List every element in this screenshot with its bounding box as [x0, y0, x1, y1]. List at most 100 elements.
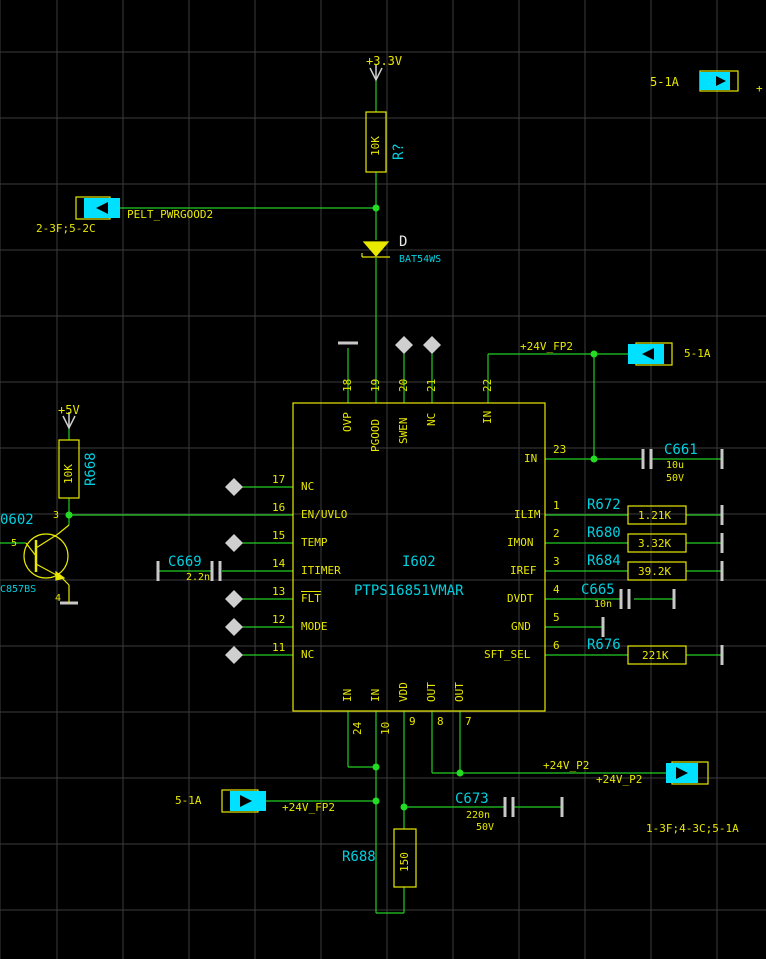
port-fp2-top[interactable] [628, 342, 673, 366]
port-fp2-bottom[interactable] [221, 789, 266, 813]
capacitor-c669[interactable] [210, 561, 222, 581]
power-symbols [62, 67, 383, 430]
pin-num-21: 21 [425, 378, 438, 392]
fp2-bottom-ref: 5-1A [175, 794, 202, 807]
capacitor-c665[interactable] [619, 589, 631, 609]
c673-ref: C673 [455, 791, 489, 807]
pin-num-3: 3 [553, 555, 560, 568]
port-p2-out[interactable] [666, 761, 709, 785]
port-top-right[interactable] [699, 70, 739, 92]
ground-bars [60, 341, 724, 817]
pin-num-8: 8 [437, 715, 444, 728]
resistor-r684[interactable] [627, 561, 687, 581]
pin-name-en-uvlo: EN/UVLO [301, 508, 348, 521]
c669-value: 2.2n [186, 572, 211, 583]
fp2-top-net: +24V_FP2 [520, 340, 573, 353]
transistor-q602[interactable] [23, 524, 70, 603]
q602-part: C857BS [0, 584, 37, 595]
pin-name-dvdt: DVDT [507, 592, 534, 605]
pin-name-pgood: PGOOD [369, 418, 382, 452]
r676-ref: R676 [587, 637, 621, 653]
pin-name-temp: TEMP [301, 536, 328, 549]
capacitor-plates [210, 449, 653, 817]
r668-ref: R668 [83, 452, 99, 486]
fp2-bottom-net: +24V_FP2 [282, 801, 335, 814]
pin-num-13: 13 [272, 585, 286, 598]
diode-part: BAT54WS [399, 254, 442, 265]
c661-ref: C661 [664, 442, 698, 458]
pin-num-2: 2 [553, 527, 560, 540]
nc-marker-pin13 [225, 590, 243, 608]
q602-ref: 0602 [0, 512, 34, 528]
resistor-r680[interactable] [627, 533, 687, 553]
resistor-bodies [58, 111, 687, 888]
pin-num-5: 5 [553, 611, 560, 624]
pin-name-out-8: OUT [425, 682, 438, 702]
pin-num-11: 11 [272, 641, 286, 654]
pin-num-7: 7 [465, 715, 472, 728]
pin-num-22: 22 [481, 378, 494, 392]
junctions [65, 204, 598, 811]
nc-marker-pin15 [225, 534, 243, 552]
power-33v-label: +3.3V [366, 54, 403, 68]
pin-num-18: 18 [341, 378, 354, 392]
q602-pin-4: 4 [55, 593, 62, 604]
resistor-r-top[interactable] [365, 111, 387, 173]
nc-marker-pin17 [225, 478, 243, 496]
pin-name-iref: IREF [510, 564, 537, 577]
r684-ref: R684 [587, 553, 621, 569]
pin-num-20: 20 [397, 378, 410, 392]
port-top-right-net: + [756, 82, 763, 95]
r668-value: 10K [62, 464, 75, 484]
pin-num-4: 4 [553, 583, 560, 596]
pin-name-imon: IMON [507, 536, 534, 549]
diode-ref: D [399, 234, 408, 250]
pin-num-19: 19 [369, 378, 382, 392]
c673-voltage: 50V [476, 822, 495, 833]
r-top-value: 10K [369, 136, 382, 156]
resistor-r676[interactable] [627, 645, 687, 665]
r688-value: 150 [398, 852, 411, 872]
pin-num-23: 23 [553, 443, 567, 456]
r680-value: 3.32K [638, 537, 672, 550]
pin-name-in-24: IN [341, 688, 354, 702]
nc-marker-pin12 [225, 618, 243, 636]
q602-pin-5: 5 [11, 538, 18, 549]
pin-name-itimer: ITIMER [301, 564, 341, 577]
resistor-r668[interactable] [58, 439, 80, 499]
capacitor-c673[interactable] [503, 797, 515, 817]
pin-name-ovp: OVP [341, 412, 354, 432]
pin-name-sft-sel: SFT_SEL [484, 648, 531, 661]
r-top-ref: R? [391, 143, 407, 160]
pin-num-24: 24 [351, 721, 364, 735]
pin-name-in-22: IN [481, 410, 494, 424]
pin-num-17: 17 [272, 473, 286, 486]
resistor-r688[interactable] [393, 828, 417, 888]
pin-num-12: 12 [272, 613, 286, 626]
pin-num-6: 6 [553, 639, 560, 652]
capacitor-c661[interactable] [641, 449, 653, 469]
c661-value: 10u [666, 460, 685, 471]
c673-value: 220n [466, 810, 491, 821]
fp2-top-ref: 5-1A [684, 347, 711, 360]
resistor-r672[interactable] [627, 505, 687, 525]
pin-name-vdd: VDD [397, 682, 410, 702]
port-top-right-ref: 5-1A [650, 75, 679, 89]
c665-value: 10n [594, 599, 613, 610]
power-5v-label: +5V [58, 403, 80, 417]
pin-num-9: 9 [409, 715, 416, 728]
pin-name-mode: MODE [301, 620, 328, 633]
no-connect-markers [225, 336, 441, 664]
wires [0, 80, 722, 914]
port-pelt-ref: 2-3F;5-2C [36, 222, 96, 235]
pin-name-in-23: IN [524, 452, 538, 465]
pin-name-out-7: OUT [453, 682, 466, 702]
pin-name-swen: SWEN [397, 417, 410, 445]
r672-value: 1.21K [638, 509, 672, 522]
diode-d[interactable] [361, 241, 390, 258]
port-pelt-pwrgood2[interactable] [75, 196, 120, 220]
r684-value: 39.2K [638, 565, 672, 578]
ic-body[interactable] [292, 402, 546, 712]
